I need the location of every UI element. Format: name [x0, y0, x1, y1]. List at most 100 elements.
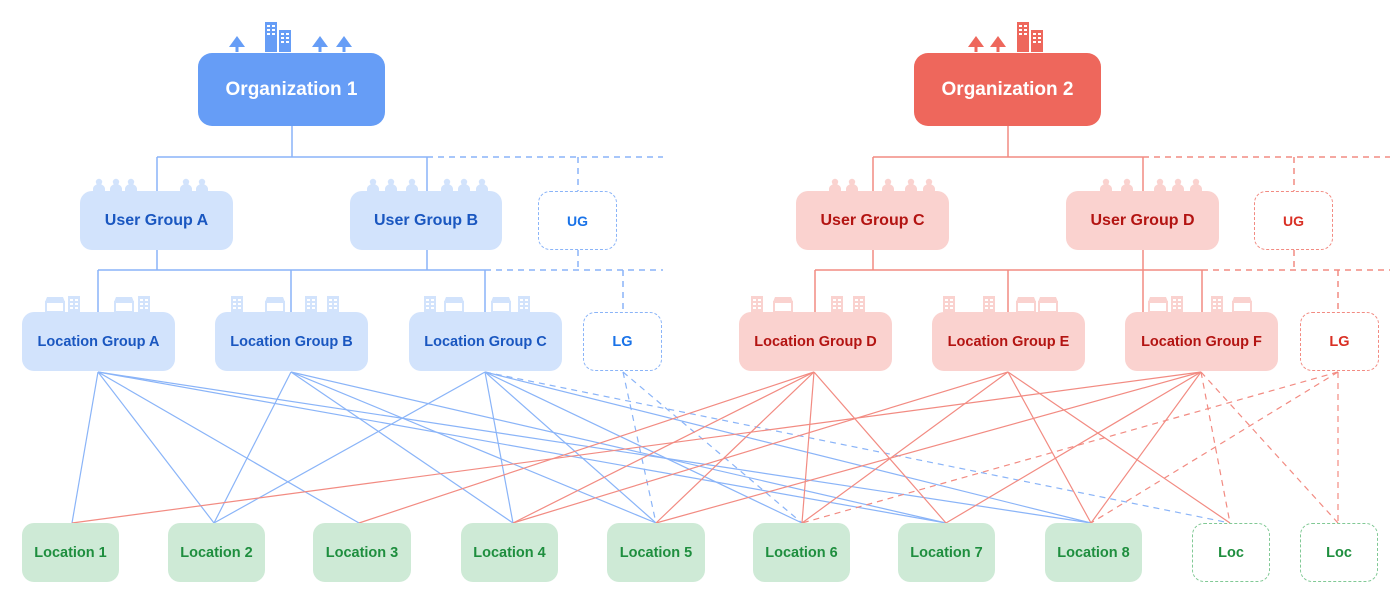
edge-lgc-l8 [484, 371, 1092, 524]
edge-lga-l2 [97, 371, 215, 524]
building-icon [424, 296, 436, 312]
edge-lgd-l5 [655, 371, 815, 524]
store-icon [114, 297, 134, 313]
location-group-placeholder-node[interactable]: LG [1300, 312, 1379, 371]
person-icon [846, 178, 858, 191]
person-icon [125, 178, 137, 191]
building-icon [983, 296, 995, 312]
location-7-node[interactable]: Location 7 [898, 523, 995, 582]
location-group-e-node[interactable]: Location Group E [932, 312, 1085, 371]
location-8-node[interactable]: Location 8 [1045, 523, 1142, 582]
edge-lgc-l6 [484, 371, 803, 524]
store-icon [1232, 297, 1252, 313]
building-icon [279, 30, 291, 52]
store-icon [1038, 297, 1058, 313]
user-group-label: User Group C [820, 211, 925, 229]
building-icon [68, 296, 80, 312]
edge-lgx2-l8 [1090, 371, 1339, 524]
location-group-label: Location Group E [947, 333, 1070, 350]
location-group-f-node[interactable]: Location Group F [1125, 312, 1278, 371]
tree-icon [990, 36, 1006, 52]
edge-lgf-l1 [71, 371, 1202, 524]
tree-icon [336, 36, 352, 52]
location-group-label: LG [612, 333, 633, 350]
edge-lgd-l4 [512, 371, 815, 524]
building-icon [138, 296, 150, 312]
person-icon [1172, 178, 1184, 191]
tree-icon [312, 36, 328, 52]
location-group-label: Location Group C [424, 333, 547, 350]
user-group-label: UG [1283, 212, 1304, 229]
person-icon [882, 178, 894, 191]
edge-lge-lx1 [1007, 371, 1231, 524]
edge-lgx2-l6 [801, 371, 1339, 524]
location-1-node[interactable]: Location 1 [22, 523, 119, 582]
building-icon [518, 296, 530, 312]
location-label: Location 4 [473, 544, 546, 561]
edge-lgf-lx2 [1200, 371, 1339, 524]
building-icon [1031, 30, 1043, 52]
location-group-b-node[interactable]: Location Group B [215, 312, 368, 371]
edge-lgd-l6 [801, 371, 815, 524]
edge-lga-l1 [71, 371, 99, 524]
person-icon [476, 178, 488, 191]
location-group-placeholder-node[interactable]: LG [583, 312, 662, 371]
location-label: Location 7 [910, 544, 983, 561]
tree-icon [968, 36, 984, 52]
location-4-node[interactable]: Location 4 [461, 523, 558, 582]
user-group-a-node[interactable]: User Group A [80, 191, 233, 250]
location-2-node[interactable]: Location 2 [168, 523, 265, 582]
location-6-node[interactable]: Location 6 [753, 523, 850, 582]
location-placeholder-node[interactable]: Loc [1300, 523, 1378, 582]
store-icon [1148, 297, 1168, 313]
person-icon [180, 178, 192, 191]
edge-lgc-l5 [484, 371, 657, 524]
edge-lge-l6 [801, 371, 1009, 524]
person-icon [1154, 178, 1166, 191]
person-icon [367, 178, 379, 191]
user-group-b-node[interactable]: User Group B [350, 191, 502, 250]
organization-1-node[interactable]: Organization 1 [198, 53, 385, 126]
person-icon [110, 178, 122, 191]
building-icon [831, 296, 843, 312]
edge-lge-l8 [1007, 371, 1092, 524]
location-label: Location 3 [325, 544, 399, 561]
person-icon [1121, 178, 1133, 191]
person-icon [93, 178, 105, 191]
location-group-c-node[interactable]: Location Group C [409, 312, 562, 371]
location-group-d-node[interactable]: Location Group D [739, 312, 892, 371]
location-label: Loc [1218, 544, 1244, 561]
edge-lgb-l5 [290, 371, 657, 524]
location-3-node[interactable]: Location 3 [313, 523, 411, 582]
user-group-label: UG [567, 212, 588, 229]
edge-lgx1-l6 [622, 371, 803, 524]
person-icon [905, 178, 917, 191]
organization-1-label: Organization 1 [225, 78, 358, 100]
user-group-c-node[interactable]: User Group C [796, 191, 949, 250]
edge-lgc-lx1 [484, 371, 1231, 524]
person-icon [1190, 178, 1202, 191]
organization-2-label: Organization 2 [941, 78, 1074, 100]
location-group-a-node[interactable]: Location Group A [22, 312, 175, 371]
edge-lgf-lx1 [1200, 371, 1231, 524]
edge-lga-l3 [97, 371, 360, 524]
location-label: Location 6 [765, 544, 838, 561]
organization-2-node[interactable]: Organization 2 [914, 53, 1101, 126]
user-group-placeholder-node[interactable]: UG [538, 191, 617, 250]
user-group-label: User Group A [104, 211, 209, 229]
location-label: Location 1 [34, 544, 107, 561]
user-group-placeholder-node[interactable]: UG [1254, 191, 1333, 250]
location-group-label: Location Group F [1141, 333, 1262, 350]
building-icon [305, 296, 317, 312]
location-group-label: Location Group D [754, 333, 877, 350]
location-5-node[interactable]: Location 5 [607, 523, 705, 582]
edge-lge-l4 [512, 371, 1009, 524]
location-group-label: Location Group A [37, 333, 160, 350]
person-icon [385, 178, 397, 191]
store-icon [773, 297, 793, 313]
location-placeholder-node[interactable]: Loc [1192, 523, 1270, 582]
building-icon [1171, 296, 1183, 312]
user-group-d-node[interactable]: User Group D [1066, 191, 1219, 250]
person-icon [406, 178, 418, 191]
org1-tree-connector [97, 126, 486, 312]
